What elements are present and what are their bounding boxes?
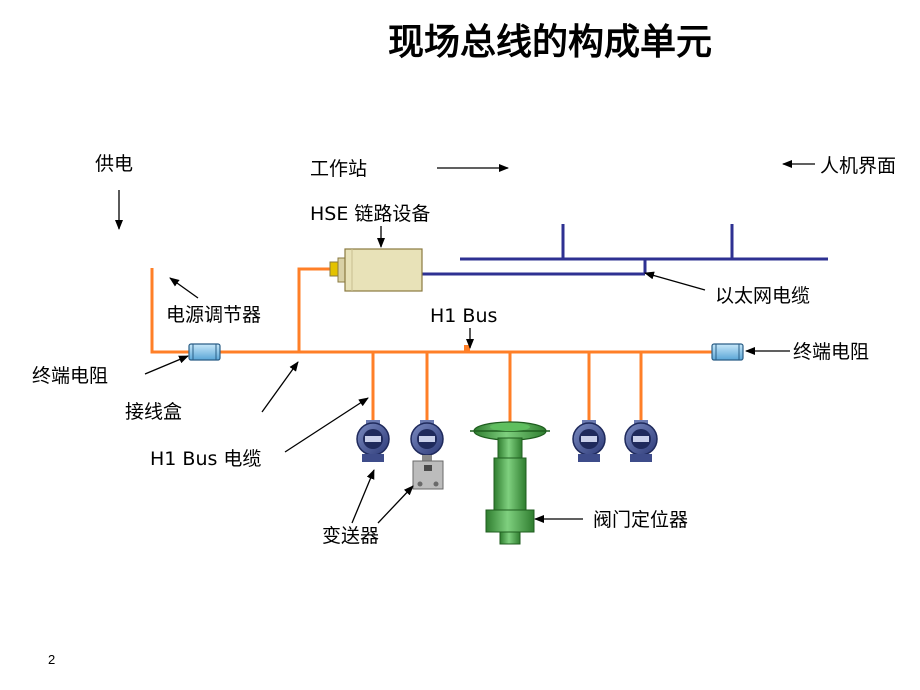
h1-bus-cable-label: H1 Bus 电缆 (150, 448, 262, 470)
terminator-right (711, 343, 744, 361)
page-title: 现场总线的构成单元 (387, 22, 712, 63)
terminator-left (188, 343, 221, 361)
ethernet-cable-label: 以太网电缆 (715, 285, 811, 307)
h1-bus-label: H1 Bus (430, 305, 498, 327)
transmitter-3 (572, 420, 606, 462)
transmitter-2 (410, 420, 444, 490)
hse-link-device (329, 248, 423, 292)
transmitter-1 (356, 420, 390, 462)
junction-box-label: 接线盒 (125, 401, 183, 423)
terminator-left-label: 终端电阻 (32, 365, 109, 387)
transmitter-4 (624, 420, 658, 462)
hmi-label: 人机界面 (820, 155, 897, 177)
transmitter-label: 变送器 (322, 525, 380, 547)
h1-bus-trunk (150, 267, 713, 424)
valve-positioner (470, 421, 550, 545)
workstation-label: 工作站 (310, 158, 368, 180)
valve-positioner-label: 阀门定位器 (593, 509, 689, 531)
ethernet-network (422, 224, 828, 276)
terminator-right-label: 终端电阻 (793, 341, 870, 363)
power-label: 供电 (95, 153, 134, 175)
page-number: 2 (48, 652, 56, 667)
hse-link-label: HSE 链路设备 (310, 203, 431, 225)
h1-bus-marker (464, 345, 470, 351)
annotation-arrows (115, 160, 815, 524)
power-conditioner-label: 电源调节器 (166, 304, 262, 326)
